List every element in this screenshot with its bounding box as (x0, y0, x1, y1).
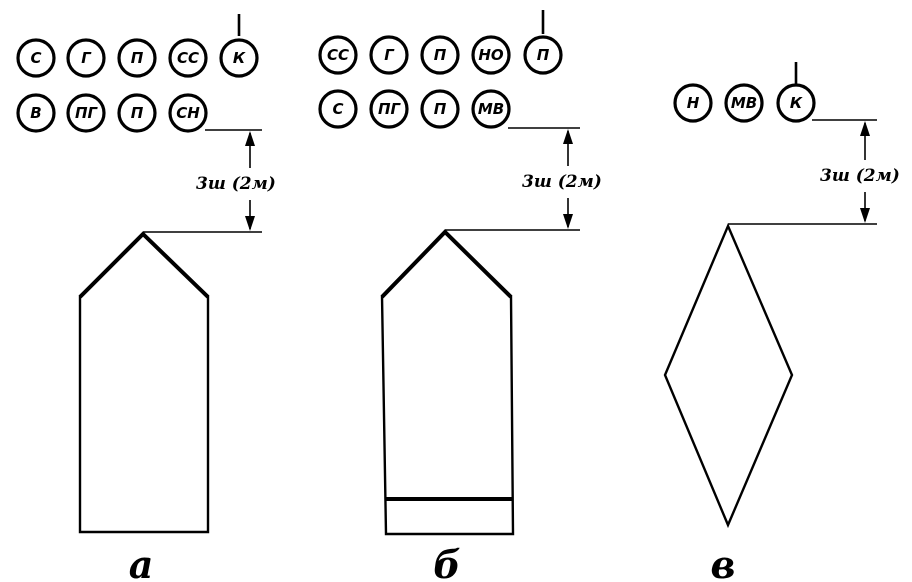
figure-caption: в (711, 542, 736, 582)
flag-circle: Г (66, 38, 106, 78)
flag-circle: П (420, 89, 460, 129)
arrowhead-down-icon (245, 216, 255, 231)
flag-circle: ПГ (66, 93, 106, 133)
hull-top-edge (380, 229, 513, 299)
flag-code: Н (687, 94, 700, 112)
flag-code: П (131, 49, 144, 67)
flag-circle: МВ (471, 89, 511, 129)
flag-code: П (537, 46, 550, 64)
flag-code: СС (177, 49, 199, 67)
flag-code: ПГ (75, 104, 99, 122)
flag-circle: СН (168, 93, 208, 133)
distance-label: 3ш (2м) (196, 174, 276, 194)
flag-circle: П (117, 93, 157, 133)
flag-circle: Н (673, 83, 713, 123)
flag-code: Г (81, 49, 92, 67)
arrowhead-down-icon (563, 214, 573, 229)
flag-circle: П (523, 35, 563, 75)
flag-code: С (332, 100, 343, 118)
flag-circle: К (776, 83, 816, 123)
flag-code: Г (384, 46, 395, 64)
figure-caption: а (129, 542, 154, 582)
flag-circle: В (16, 93, 56, 133)
flag-code: МВ (731, 94, 757, 112)
figure-a: С Г П СС К В ПГ П СН 3ш (2м) а (16, 14, 276, 582)
flag-circle: МВ (724, 83, 764, 123)
distance-label: 3ш (2м) (522, 172, 602, 192)
arrowhead-up-icon (563, 129, 573, 144)
flag-code: В (30, 104, 41, 122)
flag-code: П (434, 100, 447, 118)
flag-code: К (790, 94, 803, 112)
figure-b: СС Г П НО П С ПГ П МВ 3ш (2м) б (318, 10, 602, 582)
flag-code: П (131, 104, 144, 122)
figure-c: Н МВ К 3ш (2м) в (663, 62, 900, 582)
flag-code: СС (327, 46, 349, 64)
flag-code: ПГ (378, 100, 402, 118)
flag-circle: П (420, 35, 460, 75)
flag-circle: НО (471, 35, 511, 75)
hull-top-edge (78, 231, 210, 299)
flag-code: С (30, 49, 41, 67)
flag-code: МВ (478, 100, 504, 118)
diamond-shape (663, 222, 794, 529)
flag-code: НО (478, 46, 504, 64)
flag-code: СН (176, 104, 200, 122)
flag-circle: Г (369, 35, 409, 75)
flag-circle: П (117, 38, 157, 78)
flag-circle: СС (168, 38, 208, 78)
flag-circle: ПГ (369, 89, 409, 129)
flag-circle: СС (318, 35, 358, 75)
flag-code: К (233, 49, 246, 67)
flag-circle: С (318, 89, 358, 129)
arrowhead-up-icon (245, 131, 255, 146)
arrowhead-up-icon (860, 121, 870, 136)
flag-code: П (434, 46, 447, 64)
arrowhead-down-icon (860, 208, 870, 223)
flag-circle: С (16, 38, 56, 78)
flag-circle: К (219, 38, 259, 78)
figure-caption: б (433, 542, 460, 582)
distance-label: 3ш (2м) (820, 166, 900, 186)
